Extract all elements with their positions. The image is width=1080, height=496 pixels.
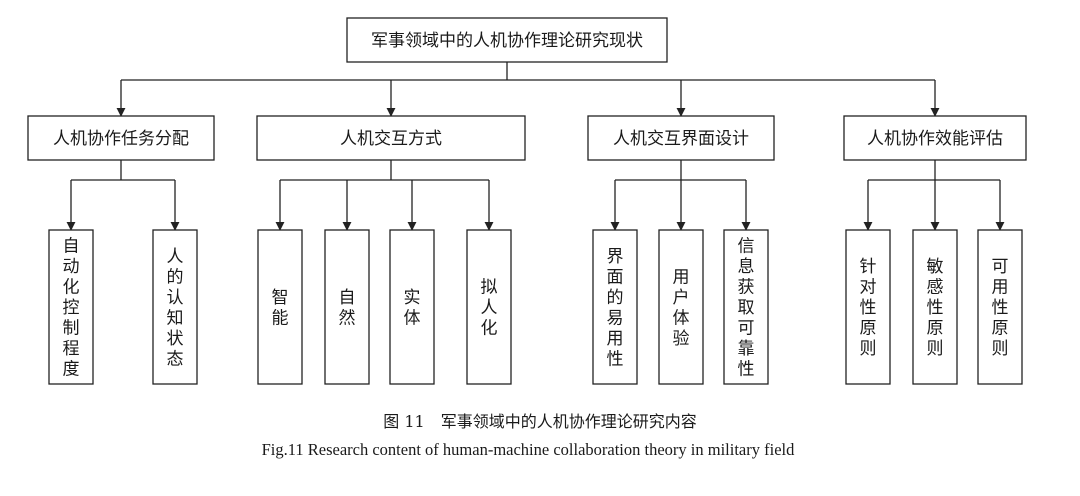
root-node-frame <box>346 17 668 63</box>
branch-node-2-frame <box>256 115 526 161</box>
leaf-node-3-3-frame <box>723 229 769 385</box>
leaf-node-2-3-frame <box>389 229 435 385</box>
caption-cn: 图 11 军事领域中的人机协作理论研究内容 <box>383 412 696 431</box>
leaf-node-1-1: 自动化控制程度 <box>48 229 94 385</box>
root-node: 军事领域中的人机协作理论研究现状 <box>346 17 668 63</box>
leaf-node-2-4: 拟人化 <box>466 229 512 385</box>
leaf-node-3-3-label: 信息获取可靠性 <box>738 237 755 380</box>
branch-node-1-label: 人机协作任务分配 <box>53 129 189 149</box>
branch-node-3: 人机交互界面设计 <box>587 115 775 161</box>
leaf-node-2-4-label: 拟人化 <box>481 278 498 339</box>
connector-lines <box>66 62 1005 231</box>
leaf-node-4-3-label: 可用性原则 <box>992 257 1009 359</box>
branch-node-1-frame <box>27 115 215 161</box>
figure-caption: 图 11 军事领域中的人机协作理论研究内容 Fig.11 Research con… <box>262 412 795 459</box>
leaf-node-3-2: 用户体验 <box>658 229 704 385</box>
leaf-node-1-2-label: 人的认知状态 <box>167 247 184 370</box>
leaf-node-2-3-label: 实体 <box>404 288 421 329</box>
leaf-node-1-2-frame <box>152 229 198 385</box>
branch-node-1: 人机协作任务分配 <box>27 115 215 161</box>
leaf-node-4-1: 针对性原则 <box>845 229 891 385</box>
leaf-node-4-2-frame <box>912 229 958 385</box>
leaf-node-2-1: 智能 <box>257 229 303 385</box>
leaf-node-4-1-label: 针对性原则 <box>860 257 877 359</box>
leaf-node-3-1-label: 界面的易用性 <box>607 247 624 370</box>
leaf-node-3-1: 界面的易用性 <box>592 229 638 385</box>
leaf-node-2-2: 自然 <box>324 229 370 385</box>
branch-node-3-frame <box>587 115 775 161</box>
leaf-node-3-1-frame <box>592 229 638 385</box>
leaf-node-2-2-label: 自然 <box>339 288 356 329</box>
leaf-node-2-4-frame <box>466 229 512 385</box>
branch-node-3-label: 人机交互界面设计 <box>613 129 749 149</box>
leaf-node-2-1-label: 智能 <box>272 288 289 329</box>
caption-number: 图 11 <box>383 412 424 431</box>
leaf-node-1-1-frame <box>48 229 94 385</box>
branch-node-4: 人机协作效能评估 <box>843 115 1027 161</box>
leaf-node-3-3: 信息获取可靠性 <box>723 229 769 385</box>
leaf-node-3-2-frame <box>658 229 704 385</box>
leaf-node-4-2-label: 敏感性原则 <box>927 257 944 359</box>
branch-node-2: 人机交互方式 <box>256 115 526 161</box>
leaf-node-4-2: 敏感性原则 <box>912 229 958 385</box>
leaf-node-3-2-label: 用户体验 <box>673 267 690 349</box>
leaf-node-2-3: 实体 <box>389 229 435 385</box>
branch-node-4-frame <box>843 115 1027 161</box>
caption-title-cn: 军事领域中的人机协作理论研究内容 <box>441 412 697 431</box>
leaf-node-1-1-label: 自动化控制程度 <box>63 237 80 380</box>
caption-en: Fig.11 Research content of human-machine… <box>262 440 795 459</box>
branch-node-4-label: 人机协作效能评估 <box>867 129 1003 149</box>
leaf-node-2-2-frame <box>324 229 370 385</box>
leaf-node-4-3-frame <box>977 229 1023 385</box>
leaf-node-2-1-frame <box>257 229 303 385</box>
branch-node-2-label: 人机交互方式 <box>340 129 442 149</box>
leaf-node-1-2: 人的认知状态 <box>152 229 198 385</box>
leaf-node-4-1-frame <box>845 229 891 385</box>
leaf-node-4-3: 可用性原则 <box>977 229 1023 385</box>
root-node-label: 军事领域中的人机协作理论研究现状 <box>371 31 643 51</box>
